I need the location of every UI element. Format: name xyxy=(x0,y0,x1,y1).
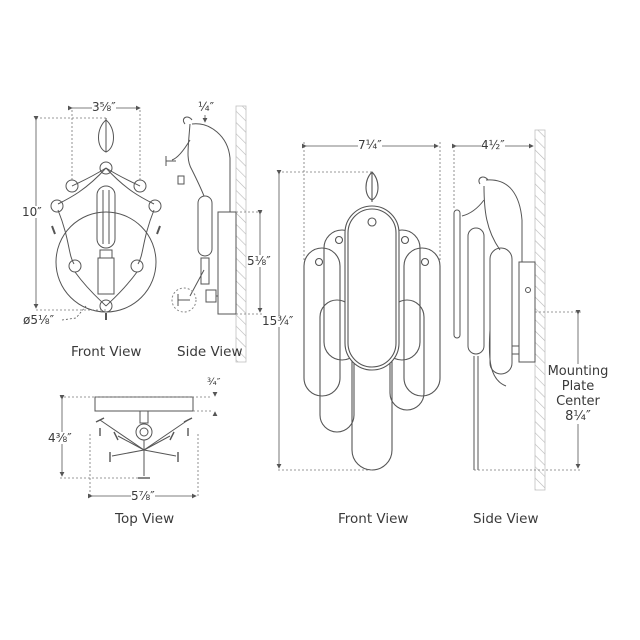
large-front-width-label: 7¼″ xyxy=(358,138,382,152)
large-side-wall xyxy=(534,129,546,491)
small-side-backplate-height-label: 5⅛″ xyxy=(247,254,271,268)
top-backplate-depth-label: ¾″ xyxy=(207,377,221,388)
small-front-view-caption: Front View xyxy=(71,344,142,360)
small-side-view-caption: Side View xyxy=(177,344,243,360)
small-front-height-label: 10″ xyxy=(22,205,42,219)
small-front-view-dimensions xyxy=(36,110,141,311)
mounting-value: 8¼″ xyxy=(565,409,591,424)
large-side-view-caption: Side View xyxy=(473,511,539,527)
large-front-height-label: 15¾″ xyxy=(262,314,294,328)
large-front-view-drawing xyxy=(303,171,441,471)
large-side-view-drawing xyxy=(453,176,536,470)
large-front-view-caption: Front View xyxy=(338,511,409,527)
small-side-offset-label: ¼″ xyxy=(198,100,215,114)
mounting-label-line3: Center xyxy=(556,394,600,409)
top-view-caption: Top View xyxy=(115,511,175,527)
mounting-plate-center-label: Mounting Plate Center 8¼″ xyxy=(546,364,610,424)
top-view-drawing xyxy=(94,396,194,479)
small-front-width-label: 3⅝″ xyxy=(92,100,116,114)
small-side-view-drawing xyxy=(165,116,237,315)
mounting-label-line1: Mounting xyxy=(547,364,609,379)
small-front-view-drawing xyxy=(50,118,162,320)
large-side-depth-label: 4½″ xyxy=(481,138,505,152)
top-depth-label: 4⅜″ xyxy=(48,431,72,445)
backplate-diameter-label: ø5⅛″ xyxy=(23,313,55,327)
top-width-label: 5⅞″ xyxy=(131,489,155,503)
mounting-label-line2: Plate xyxy=(561,379,595,394)
small-side-wall xyxy=(235,105,247,363)
